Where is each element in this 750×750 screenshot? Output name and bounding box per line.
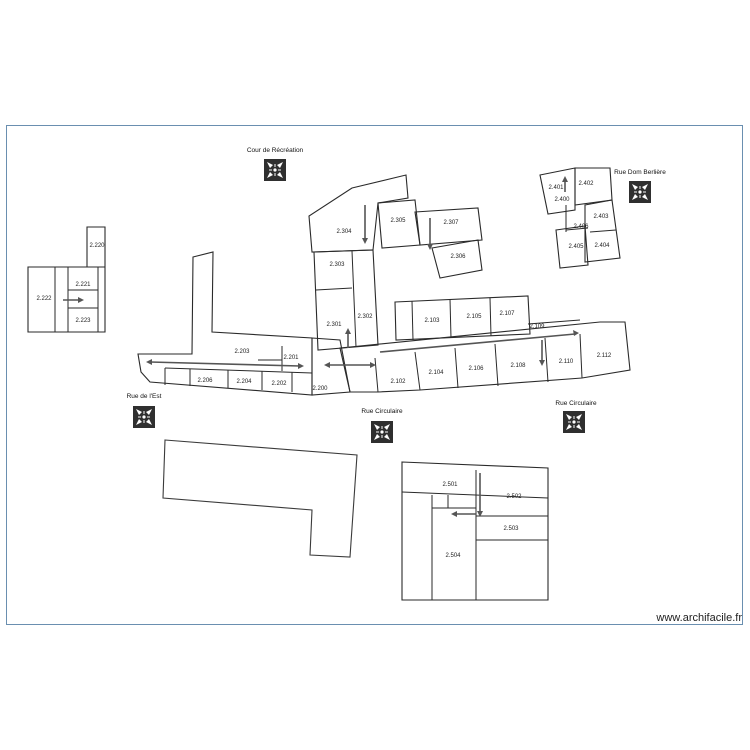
assembly-cour-recreation: Cour de Récréation xyxy=(247,147,304,181)
room-label: 2.302 xyxy=(357,314,373,320)
room-label: 2.220 xyxy=(89,243,105,249)
watermark[interactable]: www.archifacile.fr xyxy=(656,612,742,624)
block-2-100: 2.103 2.105 2.107 2.109 2.102 2.104 2.10… xyxy=(311,295,631,396)
plan-frame xyxy=(6,125,743,625)
room-label: 2.405 xyxy=(568,244,584,250)
assembly-rue-dom-berliere: Rue Dom Berlière xyxy=(614,169,666,203)
room-label: 2.400 xyxy=(554,197,570,203)
room-label: 2.306 xyxy=(450,254,466,260)
block-2-500: 2.501 2.502 2.503 2.504 xyxy=(401,461,549,601)
room-label: 2.501 xyxy=(442,482,458,488)
room-label: 2.206 xyxy=(197,378,213,384)
room-label: 2.110 xyxy=(559,359,574,365)
room-label: 2.304 xyxy=(336,229,352,235)
room-label: 2.221 xyxy=(75,282,91,288)
street-label-rue-dom-berliere: Rue Dom Berlière xyxy=(614,169,666,176)
room-label: 2.106 xyxy=(468,366,484,372)
street-label-rue-circulaire: Rue Circulaire xyxy=(555,400,597,407)
street-label-cour-recreation: Cour de Récréation xyxy=(247,147,304,154)
assembly-point-icon xyxy=(563,411,585,433)
street-label-rue-est: Rue de l'Est xyxy=(127,393,162,400)
assembly-rue-circulaire-2: Rue Circulaire xyxy=(555,400,597,433)
room-label: 2.105 xyxy=(466,314,482,320)
room-label: 2.103 xyxy=(424,318,440,324)
room-label: 2.406 xyxy=(573,224,589,230)
room-label: 2.504 xyxy=(445,553,461,559)
room-label: 2.503 xyxy=(503,526,519,532)
room-label: 2.201 xyxy=(283,355,299,361)
assembly-rue-circulaire-1: Rue Circulaire xyxy=(361,408,403,443)
room-label: 2.305 xyxy=(390,218,406,224)
room-label: 2.204 xyxy=(236,379,252,385)
room-label: 2.109 xyxy=(529,324,545,330)
room-label: 2.104 xyxy=(428,370,444,376)
room-label: 2.203 xyxy=(234,349,250,355)
room-label: 2.200 xyxy=(312,386,328,392)
block-2-300: 2.304 2.305 2.307 2.306 2.303 2.301 2.30… xyxy=(308,174,483,351)
room-label: 2.402 xyxy=(578,181,594,187)
evacuation-arrow-icon xyxy=(149,361,301,367)
room-label: 2.223 xyxy=(75,318,91,324)
room-label: 2.301 xyxy=(326,322,342,328)
room-label: 2.107 xyxy=(499,311,515,317)
block-2-200: 2.203 2.201 2.206 2.204 2.202 2.200 xyxy=(137,251,328,396)
building-outline xyxy=(162,439,358,558)
room-label: 2.222 xyxy=(36,296,52,302)
room-label: 2.404 xyxy=(594,243,610,249)
assembly-point-icon xyxy=(371,421,393,443)
assembly-point-icon xyxy=(629,181,651,203)
room-label: 2.108 xyxy=(510,363,526,369)
room-label: 2.307 xyxy=(443,220,459,226)
assembly-point-icon xyxy=(133,406,155,428)
room-label: 2.202 xyxy=(271,381,287,387)
room-label: 2.502 xyxy=(506,494,522,500)
evacuation-arrow-icon xyxy=(379,333,576,353)
room-label: 2.403 xyxy=(593,214,609,220)
block-2-220: 2.220 2.221 2.222 2.223 xyxy=(27,226,106,333)
room-label: 2.102 xyxy=(390,379,406,385)
street-label-rue-circulaire: Rue Circulaire xyxy=(361,408,403,415)
assembly-rue-est: Rue de l'Est xyxy=(127,393,162,428)
room-label: 2.112 xyxy=(597,353,612,359)
room-label: 2.401 xyxy=(548,185,564,191)
room-label: 2.303 xyxy=(329,262,345,268)
block-2-400: 2.401 2.402 2.400 2.403 2.406 2.405 2.40… xyxy=(539,167,621,269)
assembly-point-icon xyxy=(264,159,286,181)
